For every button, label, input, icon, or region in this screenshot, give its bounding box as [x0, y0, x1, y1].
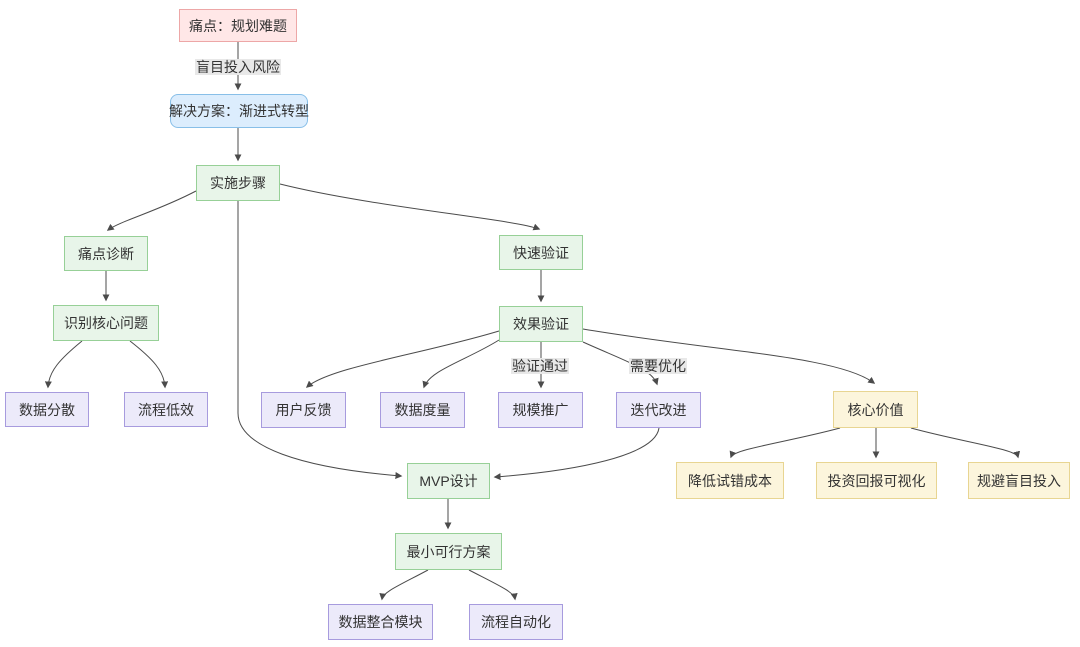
edge-identify-data-scatter: [44, 340, 83, 389]
edge-core-value-avoid-blind: [910, 427, 1020, 459]
node-data-metric: 数据度量: [380, 392, 465, 428]
node-roi-visual: 投资回报可视化: [816, 462, 937, 499]
node-steps: 实施步骤: [196, 165, 280, 201]
edge-steps-mvp: [237, 201, 403, 480]
edge-effect-data-metric: [422, 339, 500, 389]
edge-steps-diagnosis: [106, 190, 197, 231]
edge-steps-quick-validate: [279, 183, 541, 231]
edge-min-viable-process-auto: [468, 569, 518, 601]
edge-identify-process-ineff: [129, 340, 169, 389]
node-process-auto: 流程自动化: [469, 604, 563, 640]
node-quick-validate: 快速验证: [499, 235, 583, 270]
node-data-module: 数据整合模块: [328, 604, 433, 640]
edge-min-viable-data-module: [379, 569, 429, 601]
node-scale-promo: 规模推广: [498, 392, 583, 428]
edge-effect-core-value: [582, 328, 876, 384]
edge-core-value-lower-cost: [729, 427, 841, 459]
node-avoid-blind: 规避盲目投入: [968, 462, 1070, 499]
node-mvp: MVP设计: [407, 463, 490, 499]
node-user-feedback: 用户反馈: [261, 392, 346, 428]
edge-iterate-mvp: [493, 427, 660, 481]
node-min-viable: 最小可行方案: [395, 533, 502, 570]
node-data-scatter: 数据分散: [5, 392, 89, 427]
node-identify: 识别核心问题: [53, 305, 159, 341]
node-process-ineff: 流程低效: [124, 392, 208, 427]
node-effect-validate: 效果验证: [499, 306, 583, 342]
edge-label-blind-risk: 盲目投入风险: [195, 59, 281, 75]
edge-label-need-optimize: 需要优化: [629, 358, 687, 374]
node-iterate: 迭代改进: [616, 392, 701, 428]
node-core-value: 核心价值: [833, 391, 918, 428]
edge-label-validate-pass: 验证通过: [511, 358, 569, 374]
node-diagnosis: 痛点诊断: [64, 236, 148, 271]
node-solution: 解决方案：渐进式转型: [169, 94, 309, 128]
node-lower-cost: 降低试错成本: [676, 462, 784, 499]
node-pain: 痛点：规划难题: [179, 9, 297, 42]
edge-effect-user-feedback: [305, 330, 500, 388]
